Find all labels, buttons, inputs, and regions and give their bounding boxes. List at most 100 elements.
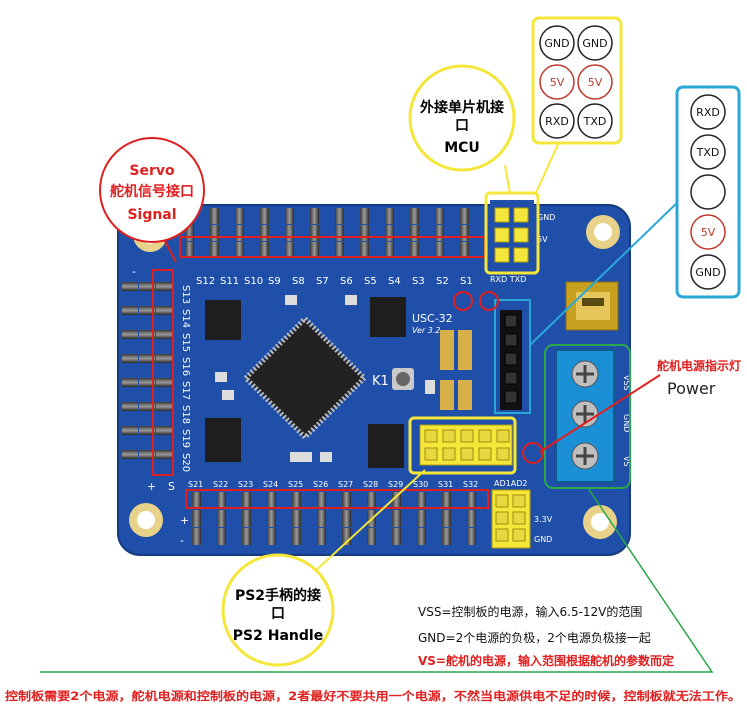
power-led-marker bbox=[522, 442, 544, 464]
left-pin bbox=[156, 330, 172, 339]
bottom-pin bbox=[242, 510, 251, 527]
top-pin bbox=[460, 242, 469, 258]
bottom-pin bbox=[217, 492, 226, 509]
mcu-pin-label: 5V bbox=[588, 76, 603, 89]
top-pin bbox=[460, 225, 469, 241]
ps2-leader bbox=[299, 469, 426, 586]
mcu-cn-line2: 口 bbox=[455, 118, 469, 134]
top-pin bbox=[335, 242, 344, 258]
bottom-plus: + bbox=[180, 514, 189, 527]
pin-rxd-txd-label: RXD TXD bbox=[490, 275, 526, 284]
bottom-minus: - bbox=[180, 534, 184, 547]
top-servo-label: S6 bbox=[340, 276, 353, 287]
top-servo-label: S12 bbox=[196, 276, 215, 287]
serial-highlight bbox=[494, 299, 531, 414]
left-pin bbox=[122, 450, 138, 459]
ps2-highlight bbox=[408, 416, 517, 475]
mcu-pin-label: GND bbox=[582, 37, 607, 50]
top-pin bbox=[335, 208, 344, 224]
bottom-servo-label: S22 bbox=[213, 480, 228, 489]
bottom-pin bbox=[467, 492, 476, 509]
bottom-servo-label: S31 bbox=[438, 480, 453, 489]
top-servo-label: S7 bbox=[316, 276, 329, 287]
mcu-pin-label: TXD bbox=[583, 115, 607, 128]
top-pin bbox=[385, 208, 394, 224]
mcu-en: MCU bbox=[444, 140, 480, 156]
left-pin bbox=[122, 306, 138, 315]
left-pin bbox=[139, 330, 155, 339]
serial-header bbox=[500, 310, 522, 410]
bottom-pin bbox=[242, 528, 251, 545]
left-servo-label: S16 bbox=[180, 357, 191, 376]
top-pin bbox=[360, 225, 369, 241]
power-en: Power bbox=[667, 379, 716, 398]
top-pin bbox=[210, 225, 219, 241]
chip-name: USC-32 bbox=[412, 312, 453, 325]
side-pin-circle bbox=[690, 254, 726, 290]
bottom-pin bbox=[467, 510, 476, 527]
bottom-signal-highlight bbox=[185, 489, 489, 509]
bottom-pin bbox=[292, 492, 301, 509]
bottom-servo-header bbox=[192, 492, 476, 545]
left-pin bbox=[156, 402, 172, 411]
footer-note: 控制板需要2个电源，舵机电源和控制板的电源，2者最好不要共用一个电源，不然当电源… bbox=[5, 689, 741, 703]
mcu-pin-circle bbox=[577, 64, 613, 100]
side-pin-circle bbox=[690, 94, 726, 130]
side-pin-label: TXD bbox=[696, 146, 720, 159]
bottom-pin bbox=[417, 510, 426, 527]
left-pin bbox=[139, 354, 155, 363]
bottom-pin bbox=[342, 510, 351, 527]
vss-silk: VSS bbox=[622, 375, 631, 391]
bottom-pin bbox=[467, 528, 476, 545]
note-vss: VSS=控制板的电源，输入6.5-12V的范围 bbox=[418, 604, 642, 619]
mcu-pin-circle bbox=[539, 25, 575, 61]
left-servo-label: S15 bbox=[180, 333, 191, 352]
top-servo-label: S4 bbox=[388, 276, 401, 287]
left-signal-highlight bbox=[152, 269, 174, 476]
mcu-cn-line1: 外接单片机接 bbox=[420, 99, 504, 116]
left-pin bbox=[139, 378, 155, 387]
mcu-pin-label: GND bbox=[544, 37, 569, 50]
left-servo-label: S19 bbox=[180, 429, 191, 448]
bottom-pin bbox=[267, 510, 276, 527]
top-pin bbox=[435, 225, 444, 241]
bottom-servo-label: S25 bbox=[288, 480, 303, 489]
ps2-en: PS2 Handle bbox=[233, 628, 323, 644]
bottom-pin bbox=[442, 492, 451, 509]
left-pin bbox=[156, 354, 172, 363]
left-pin bbox=[139, 306, 155, 315]
bottom-pin bbox=[317, 510, 326, 527]
top-pin bbox=[285, 242, 294, 258]
chip-version: Ver 3.2 bbox=[412, 326, 440, 335]
gnd-silk: GND bbox=[622, 414, 631, 432]
top-pin bbox=[385, 225, 394, 241]
top-pin bbox=[260, 242, 269, 258]
ps2-cn-line2: 口 bbox=[271, 606, 285, 622]
top-servo-label: S3 bbox=[412, 276, 425, 287]
bottom-pin bbox=[217, 528, 226, 545]
bottom-pin bbox=[267, 492, 276, 509]
ad-header bbox=[491, 489, 531, 549]
left-pin bbox=[139, 426, 155, 435]
pin-3v3-label: 3.3V bbox=[534, 515, 553, 524]
bottom-pin bbox=[417, 492, 426, 509]
bottom-pin bbox=[367, 492, 376, 509]
bottom-pin bbox=[367, 528, 376, 545]
left-pin bbox=[156, 450, 172, 459]
top-pin bbox=[435, 208, 444, 224]
left-pin bbox=[122, 330, 138, 339]
top-pin bbox=[310, 242, 319, 258]
bottom-pin bbox=[267, 528, 276, 545]
left-servo-label: S17 bbox=[180, 381, 191, 400]
power-leader bbox=[539, 374, 661, 453]
serial-leader bbox=[529, 199, 681, 346]
left-pin bbox=[139, 450, 155, 459]
left-pin bbox=[122, 426, 138, 435]
bottom-servo-label: S32 bbox=[463, 480, 478, 489]
left-servo-label: S14 bbox=[180, 309, 191, 328]
side-pin-circle bbox=[690, 134, 726, 170]
top-servo-label: S5 bbox=[364, 276, 377, 287]
led-marker-1 bbox=[453, 291, 473, 311]
